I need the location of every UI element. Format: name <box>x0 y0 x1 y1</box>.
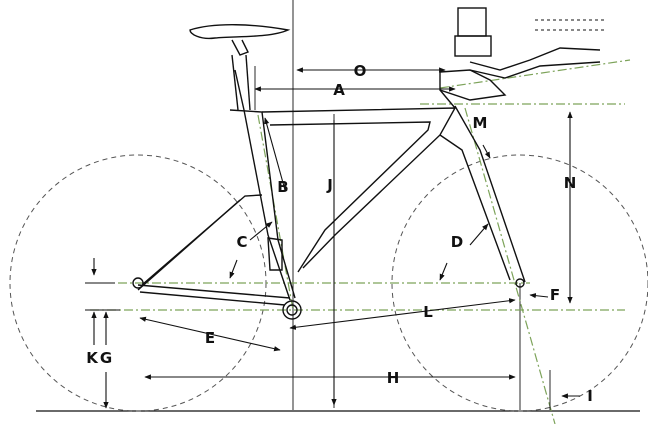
stem-centerline <box>439 59 631 89</box>
steering-axis-line <box>464 107 556 424</box>
label-l: L <box>423 303 433 321</box>
front-wheel <box>391 154 648 412</box>
label-g: G <box>100 349 112 367</box>
label-m: M <box>473 114 488 132</box>
label-i: I <box>587 387 593 405</box>
label-h: H <box>387 369 400 387</box>
label-d: D <box>451 233 463 251</box>
label-k: K <box>86 349 99 367</box>
saddle <box>189 24 291 111</box>
label-o: O <box>354 62 367 80</box>
aerobars <box>439 7 605 109</box>
label-b: B <box>277 178 288 196</box>
dimension-labels: O A B J C D E L H M N F K G I <box>86 62 593 405</box>
label-a: A <box>333 81 345 99</box>
seat-tube-centerline <box>257 114 294 311</box>
frame <box>132 69 526 320</box>
dimension-arrows <box>85 66 580 410</box>
label-j: J <box>326 176 333 194</box>
label-f: F <box>550 286 560 304</box>
label-e: E <box>205 329 215 347</box>
label-c: C <box>236 233 247 251</box>
label-n: N <box>564 174 577 192</box>
